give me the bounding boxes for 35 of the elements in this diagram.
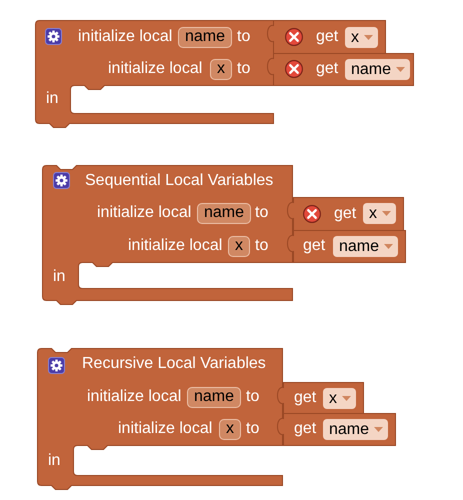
block-label: in <box>48 451 60 471</box>
variable-dropdown: name <box>323 419 388 440</box>
block-label: get <box>294 419 316 439</box>
block-label: get <box>334 204 356 224</box>
block-label: to <box>237 59 250 79</box>
block-label: to <box>246 387 260 407</box>
block-label: in <box>46 89 58 109</box>
variable-name-field: name <box>178 27 232 48</box>
variable-dropdown: x <box>323 388 356 409</box>
block-label: in <box>53 267 66 287</box>
block-label: get <box>294 388 316 408</box>
block-label: initialize local <box>78 27 172 47</box>
block-label: to <box>255 236 268 256</box>
variable-name-field: x <box>210 59 232 80</box>
block-label: initialize local <box>118 419 212 439</box>
variable-name-field: name <box>187 387 242 408</box>
block-label: get <box>316 26 338 46</box>
block-label: initialize local <box>128 236 222 256</box>
block-title: Sequential Local Variables <box>85 171 274 191</box>
block-label: to <box>237 27 250 47</box>
block-label: to <box>255 203 268 223</box>
block-label: get <box>303 236 326 256</box>
variable-name-field: x <box>228 236 250 257</box>
block-label: initialize local <box>87 387 182 407</box>
variable-name-field: x <box>219 419 241 440</box>
block-label: initialize local <box>97 203 192 223</box>
variable-dropdown: x <box>363 203 396 224</box>
variable-dropdown: name <box>345 59 410 80</box>
block-label: get <box>316 59 338 79</box>
block-title: Recursive Local Variables <box>82 354 266 374</box>
variable-dropdown: name <box>333 236 398 257</box>
block-label: to <box>246 419 260 439</box>
variable-dropdown: x <box>345 27 378 48</box>
block-label: initialize local <box>108 59 202 79</box>
variable-name-field: name <box>197 203 252 224</box>
